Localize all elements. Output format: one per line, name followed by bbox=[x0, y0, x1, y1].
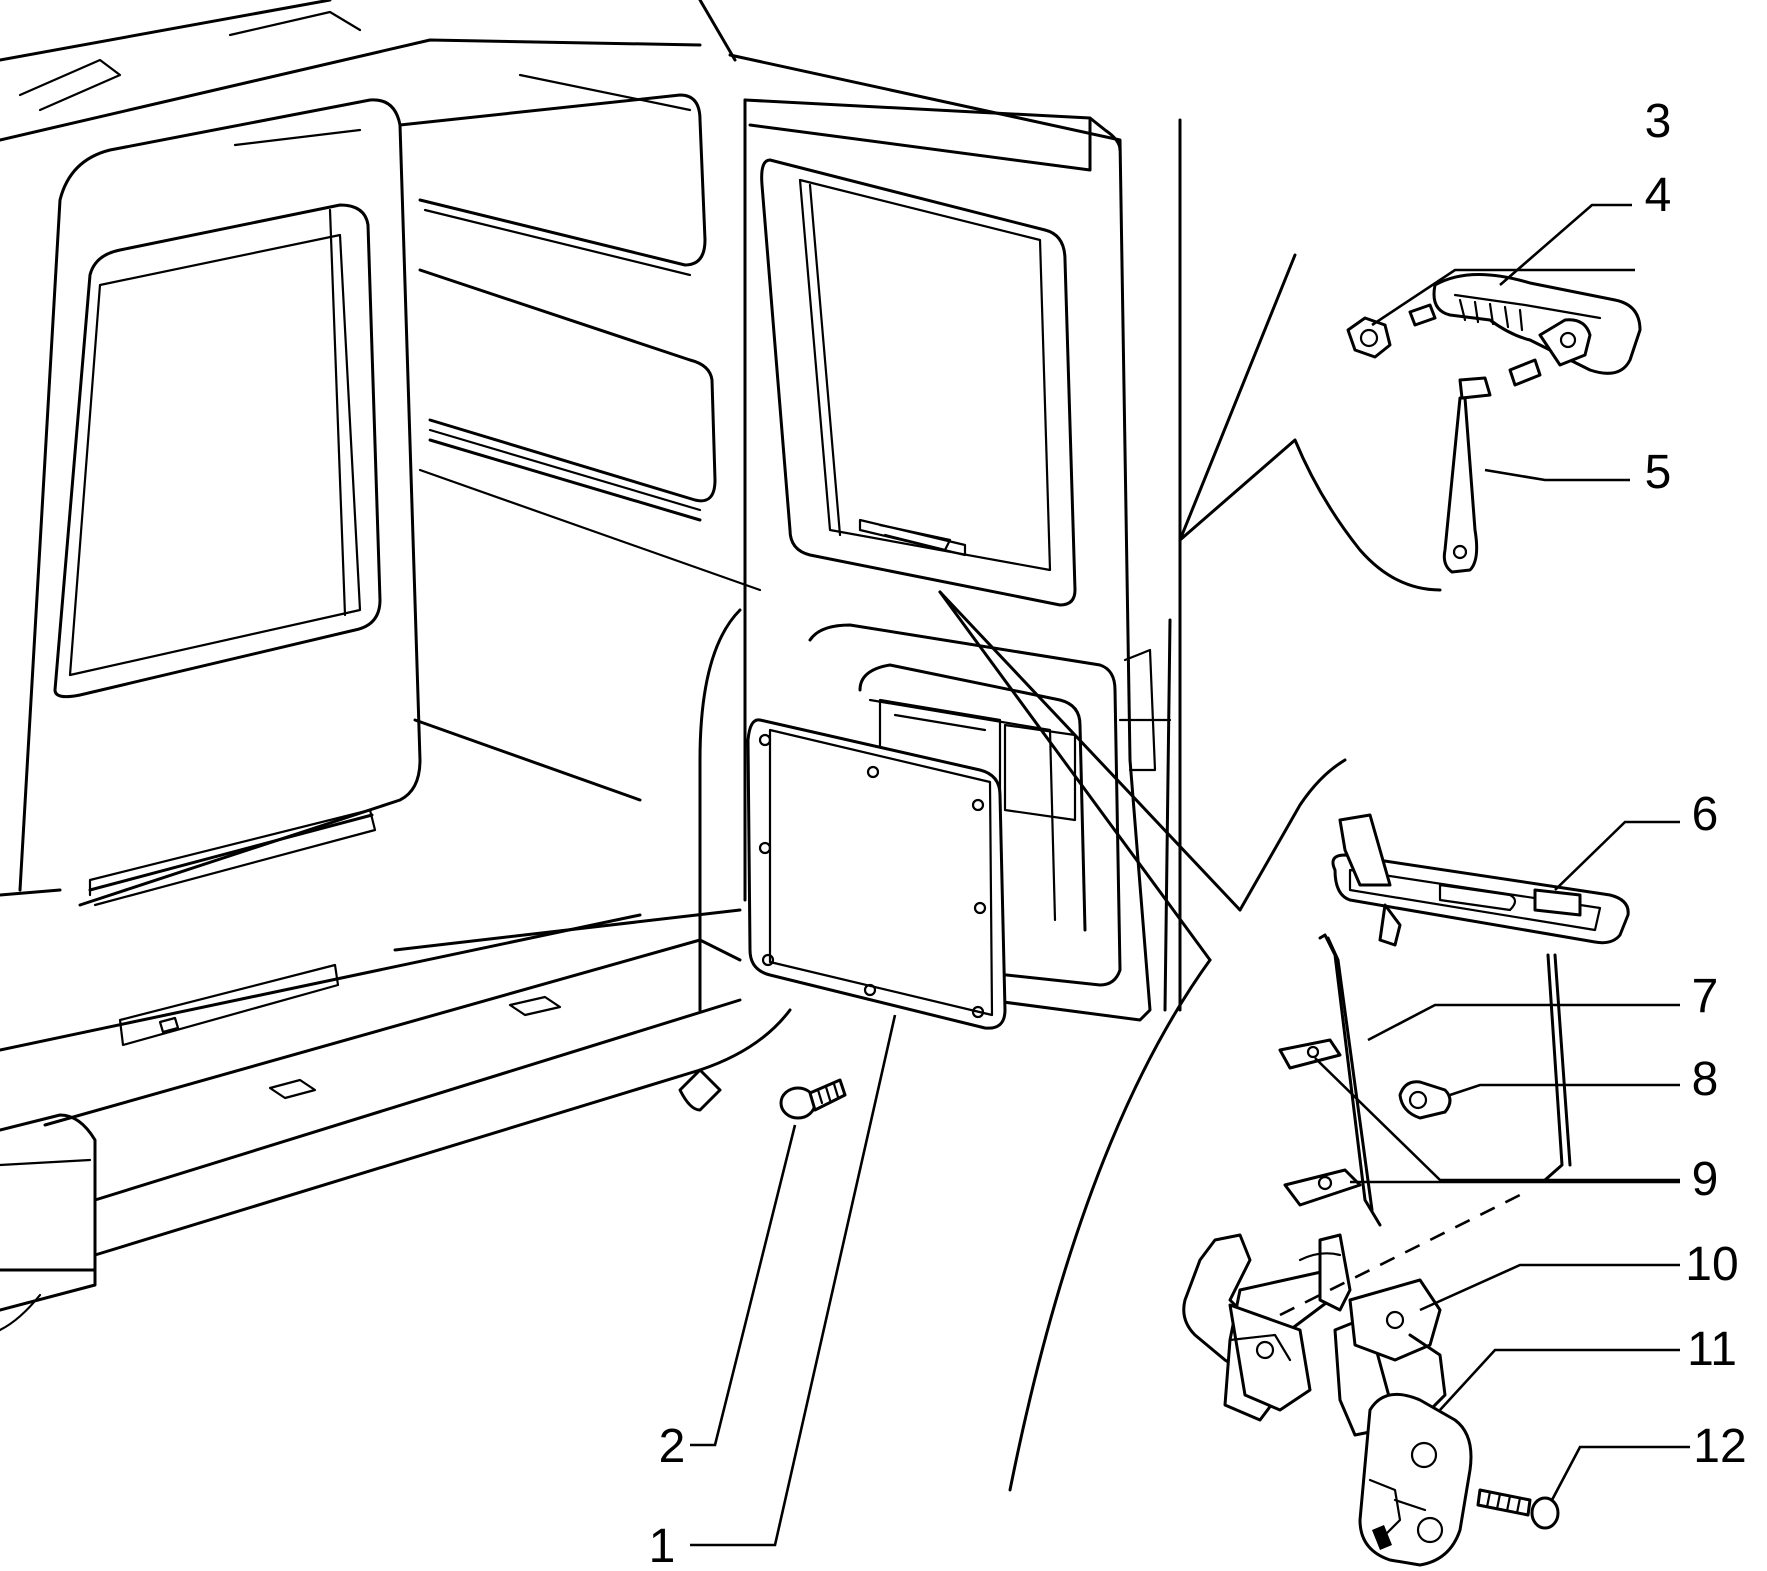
nut bbox=[1346, 316, 1392, 359]
callout-4: 4 bbox=[1645, 169, 1672, 222]
callout-10: 10 bbox=[1685, 1238, 1738, 1291]
door-striker bbox=[1358, 1392, 1473, 1567]
inner-handle bbox=[1331, 813, 1630, 947]
lock-rods bbox=[1318, 933, 1572, 1227]
striker-screw bbox=[1476, 1488, 1560, 1530]
callout-2: 2 bbox=[659, 1420, 686, 1473]
callout-7: 7 bbox=[1692, 970, 1719, 1023]
rod-bush bbox=[1398, 1080, 1452, 1120]
plate-screw bbox=[779, 1078, 847, 1120]
callout-12: 12 bbox=[1693, 1420, 1746, 1473]
callout-1: 1 bbox=[649, 1520, 676, 1571]
van-body bbox=[0, 0, 792, 1332]
detail-pointers bbox=[938, 253, 1442, 1492]
callout-3: 3 bbox=[1645, 95, 1672, 148]
callout-6: 6 bbox=[1692, 788, 1719, 841]
outer-handle bbox=[1408, 272, 1642, 387]
callout-8: 8 bbox=[1692, 1053, 1719, 1106]
callout-labels: 1 2 3 4 5 6 7 8 9 10 11 12 bbox=[649, 95, 1747, 1571]
rear-door bbox=[728, 53, 1182, 1022]
leader-lines bbox=[690, 203, 1690, 1547]
callout-5: 5 bbox=[1645, 446, 1672, 499]
callout-9: 9 bbox=[1692, 1153, 1719, 1206]
rod-clips bbox=[1278, 1038, 1362, 1207]
handle-rod bbox=[1442, 376, 1492, 574]
licence-plate bbox=[746, 718, 1007, 1030]
door-lock bbox=[1182, 1233, 1447, 1437]
callout-11: 11 bbox=[1687, 1323, 1737, 1376]
